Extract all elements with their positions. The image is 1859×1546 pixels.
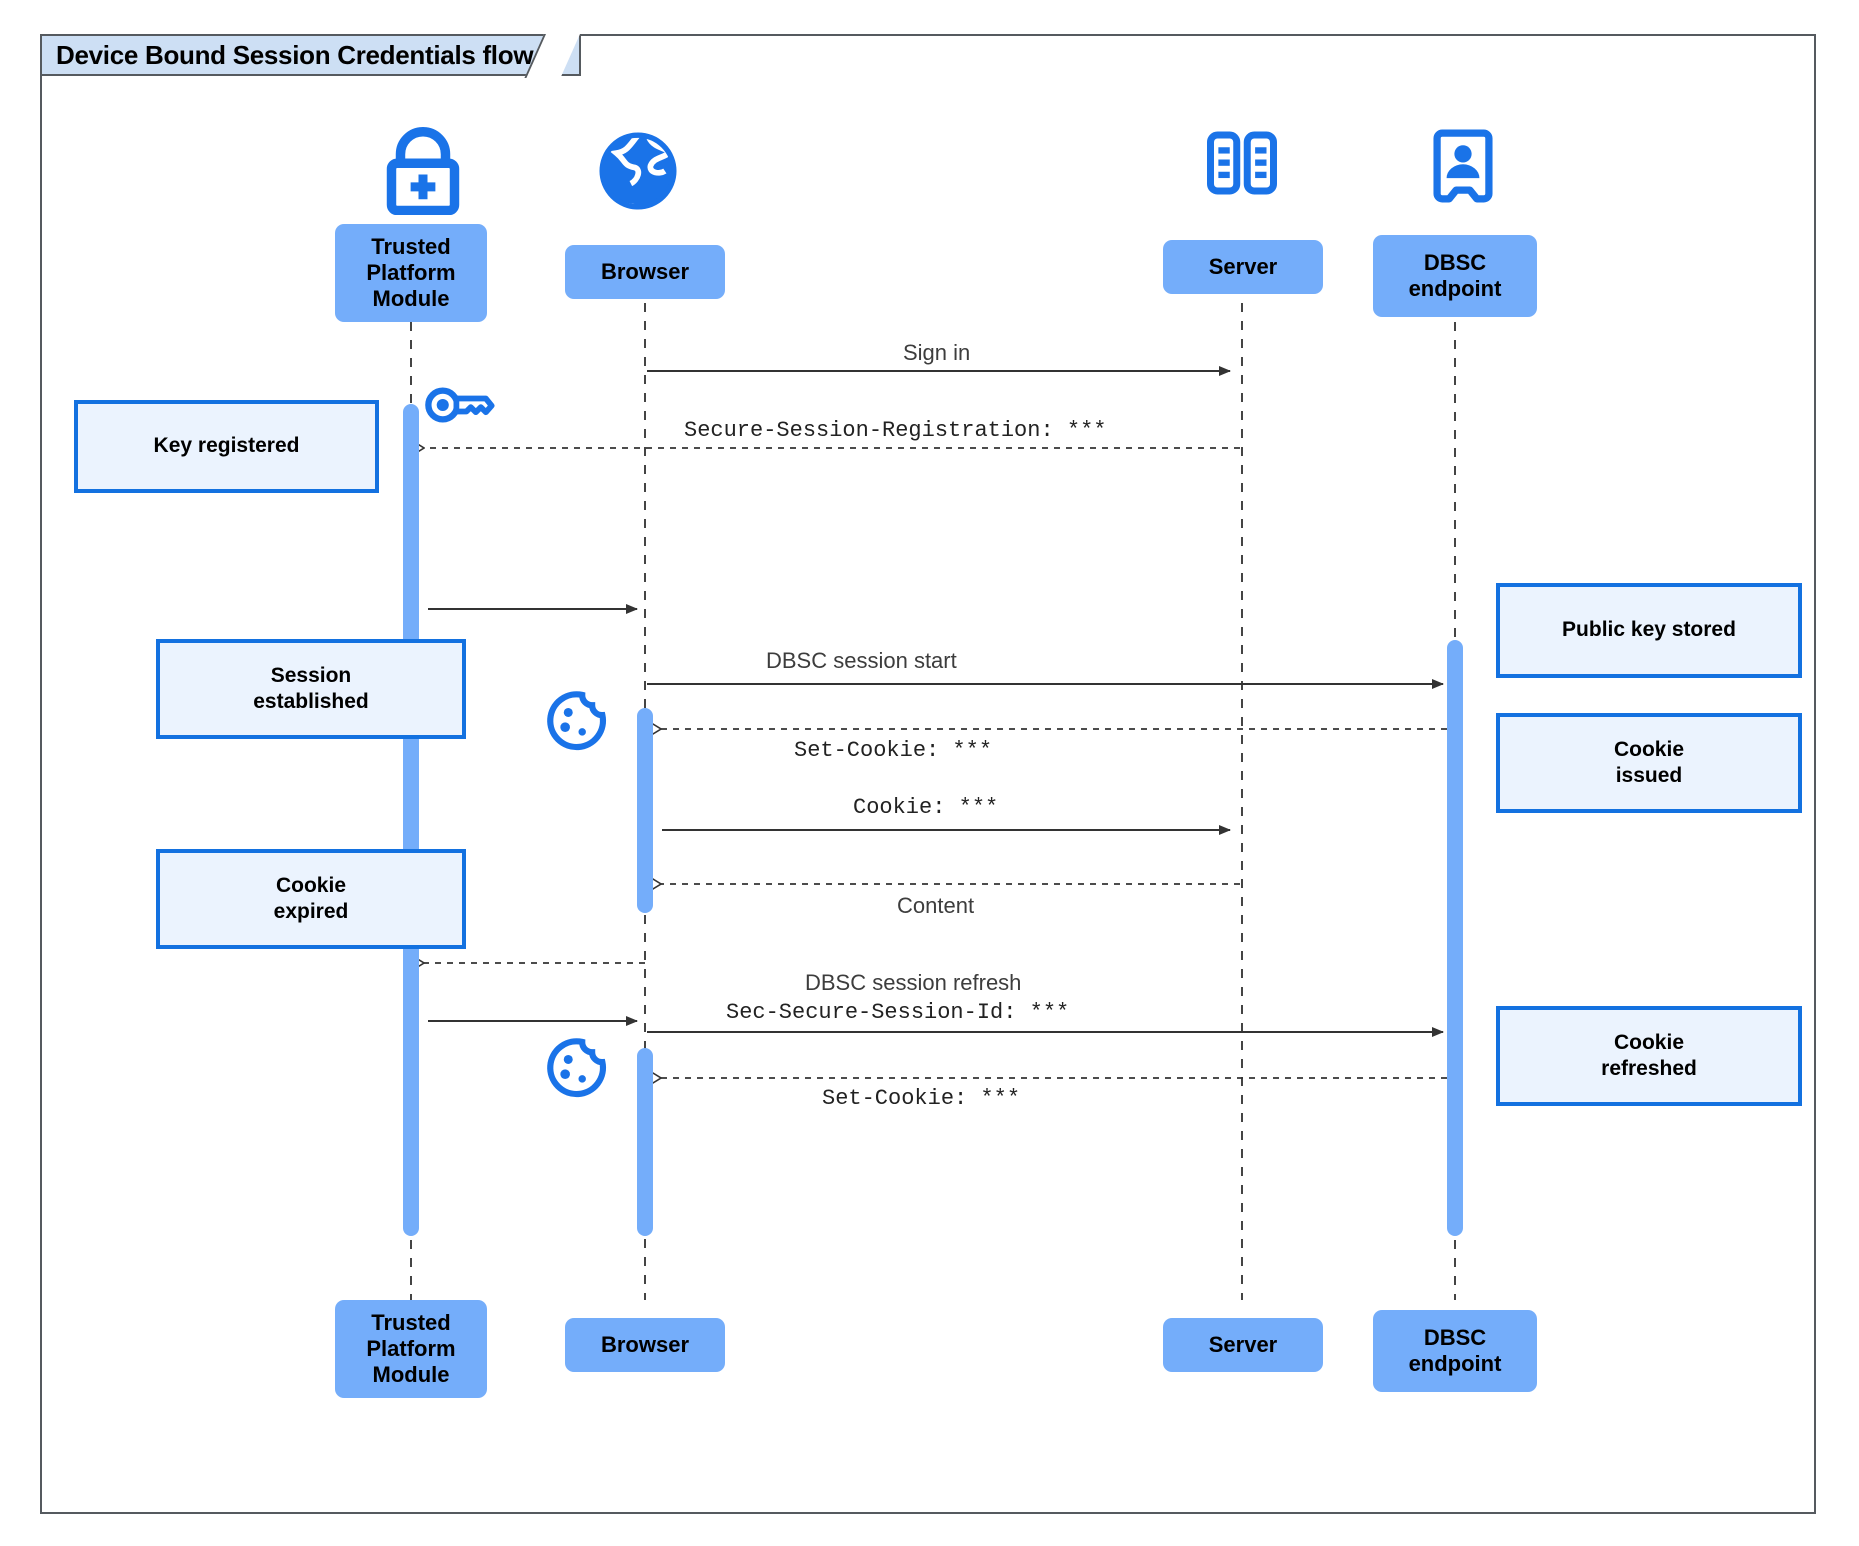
note-public-key-stored-label: Public key stored	[1562, 618, 1736, 642]
key-icon	[424, 382, 496, 433]
message-label-sec-secure-session-id: Sec-Secure-Session-Id: ***	[726, 1000, 1070, 1025]
cookie-icon	[545, 690, 607, 757]
note-key-registered: Key registered	[74, 400, 379, 493]
participant-dbsc-top[interactable]: DBSC endpoint	[1373, 235, 1537, 317]
participant-tpm-bottom-label: Trusted Platform Module	[366, 1310, 456, 1387]
note-session-established: Session established	[156, 639, 466, 739]
note-public-key-stored: Public key stored	[1496, 583, 1802, 678]
note-cookie-issued-label: Cookie issued	[1613, 737, 1684, 787]
note-session-established-label: Session established	[253, 663, 369, 713]
message-label-set-cookie-2: Set-Cookie: ***	[822, 1086, 1021, 1111]
message-label-content: Content	[897, 893, 975, 918]
participant-dbsc-bottom-label: DBSC endpoint	[1408, 1325, 1502, 1376]
globe-icon	[595, 128, 681, 219]
message-label-secure-session-registration: Secure-Session-Registration: ***	[684, 418, 1107, 443]
message-label-dbsc-session-refresh: DBSC session refresh	[805, 970, 1022, 995]
note-cookie-refreshed: Cookie refreshed	[1496, 1006, 1802, 1106]
message-label-sign-in: Sign in	[903, 340, 971, 365]
participant-server-bottom[interactable]: Server	[1163, 1318, 1323, 1372]
participant-tpm-top-label: Trusted Platform Module	[366, 234, 456, 311]
activation-bar-tpm	[403, 404, 419, 1236]
message-label-cookie: Cookie: ***	[853, 795, 999, 820]
activation-bar-browser-1	[637, 708, 653, 913]
activation-bar-browser-2	[637, 1048, 653, 1236]
participant-server-top[interactable]: Server	[1163, 240, 1323, 294]
lock-plus-icon	[368, 125, 478, 220]
participant-tpm-bottom[interactable]: Trusted Platform Module	[335, 1300, 487, 1398]
participant-dbsc-bottom[interactable]: DBSC endpoint	[1373, 1310, 1537, 1392]
participant-browser-top[interactable]: Browser	[565, 245, 725, 299]
note-key-registered-label: Key registered	[153, 434, 300, 458]
activation-bar-dbsc	[1447, 640, 1463, 1236]
server-racks-icon	[1200, 128, 1284, 203]
participant-browser-bottom-label: Browser	[600, 1332, 690, 1358]
id-badge-icon	[1428, 128, 1498, 209]
participant-browser-top-label: Browser	[600, 259, 690, 285]
participant-server-top-label: Server	[1208, 254, 1278, 280]
diagram-title: Device Bound Session Credentials flow	[56, 39, 534, 70]
diagram-title-tab: Device Bound Session Credentials flow	[42, 36, 582, 76]
note-cookie-expired: Cookie expired	[156, 849, 466, 949]
note-cookie-refreshed-label: Cookie refreshed	[1601, 1030, 1697, 1080]
participant-browser-bottom[interactable]: Browser	[565, 1318, 725, 1372]
note-cookie-expired-label: Cookie expired	[273, 873, 349, 923]
participant-tpm-top[interactable]: Trusted Platform Module	[335, 224, 487, 322]
cookie-icon	[545, 1037, 607, 1104]
message-label-set-cookie-1: Set-Cookie: ***	[794, 738, 993, 763]
participant-server-bottom-label: Server	[1208, 1332, 1278, 1358]
note-cookie-issued: Cookie issued	[1496, 713, 1802, 813]
participant-dbsc-top-label: DBSC endpoint	[1408, 250, 1502, 301]
message-label-dbsc-session-start: DBSC session start	[766, 648, 957, 673]
